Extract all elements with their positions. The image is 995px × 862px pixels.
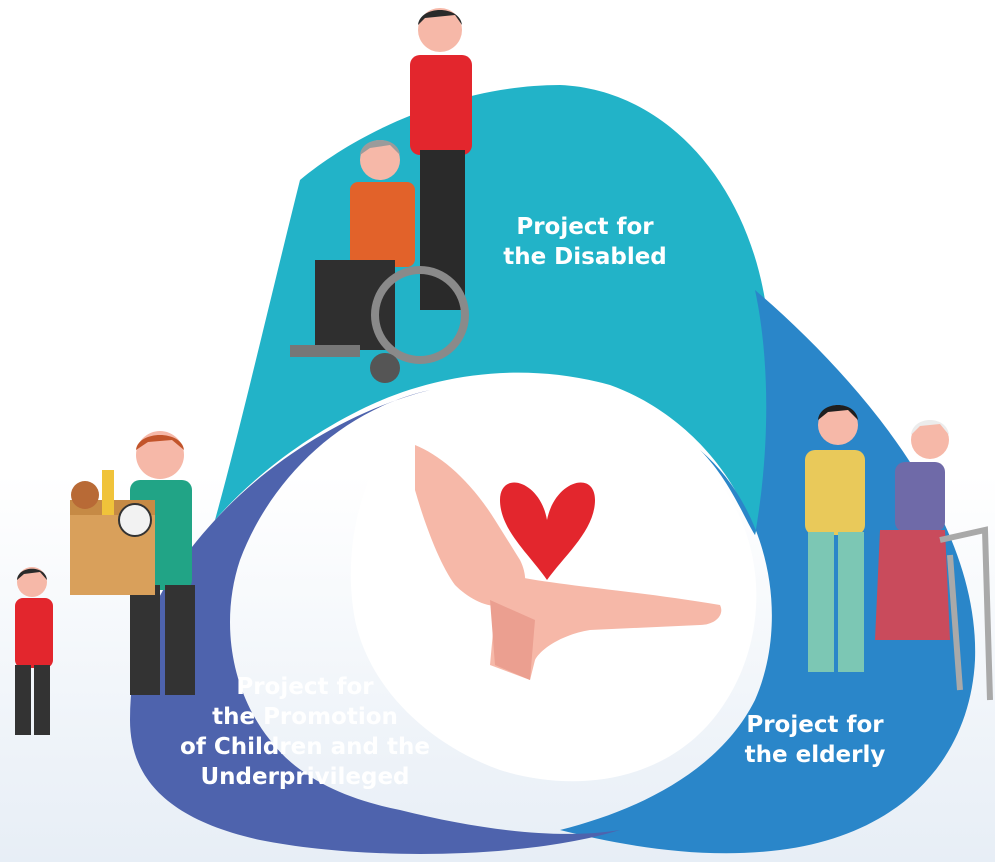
label-project-children: Project for the Promotion of Children an… (150, 672, 460, 792)
segment-children (130, 390, 620, 854)
label-line: the Disabled (503, 244, 667, 270)
caregiver-wheelchair-icon (290, 8, 472, 383)
label-line: the Promotion (212, 704, 398, 730)
hands-heart-icon (415, 445, 722, 680)
label-line: Project for (236, 674, 374, 700)
toy-donation-icon (15, 431, 195, 735)
label-line: Project for (516, 214, 654, 240)
label-project-elderly: Project for the elderly (700, 710, 930, 770)
label-line: Underprivileged (200, 764, 410, 790)
label-line: Project for (746, 712, 884, 738)
label-project-disabled: Project for the Disabled (470, 212, 700, 272)
label-line: the elderly (744, 742, 886, 768)
elderly-walker-icon (805, 405, 993, 701)
label-line: of Children and the (180, 734, 430, 760)
segment-elderly (560, 290, 976, 854)
